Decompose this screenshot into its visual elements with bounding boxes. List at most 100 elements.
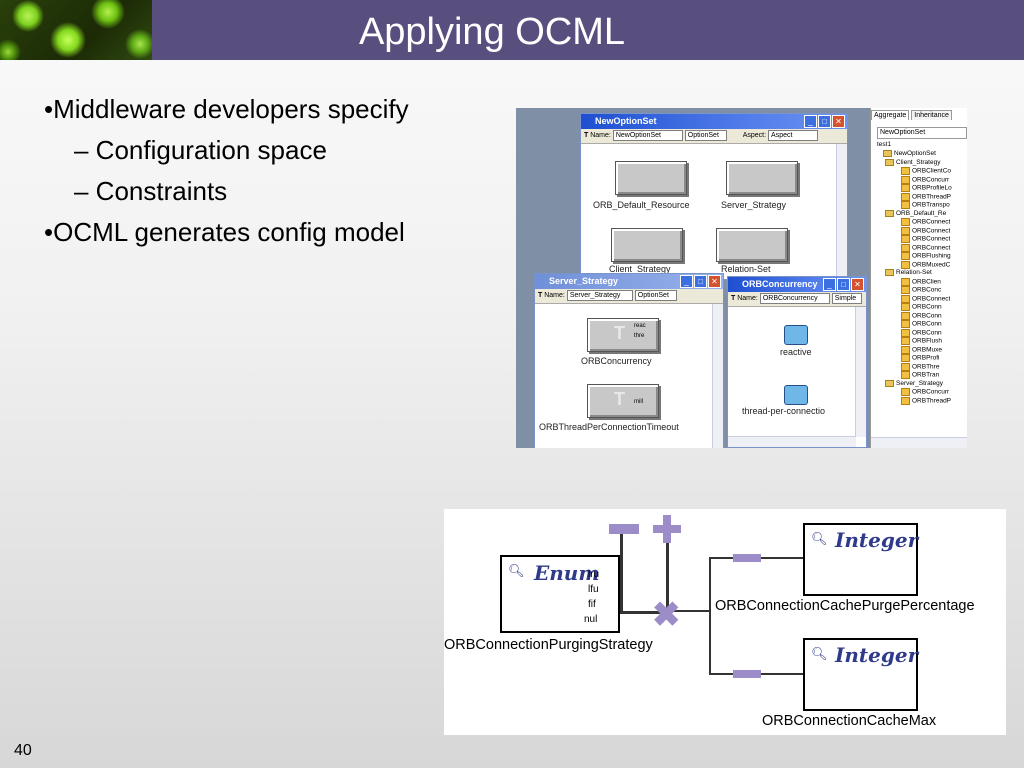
name-field[interactable]: Server_Strategy — [566, 289, 633, 301]
close-icon[interactable]: ✕ — [708, 275, 721, 288]
plus-marker-vertical[interactable] — [663, 515, 671, 543]
node-type: Integer — [835, 528, 919, 552]
tree-item[interactable]: ORBConnect — [901, 218, 950, 226]
tree-item[interactable]: ORB_Default_Re — [885, 209, 946, 217]
tree-item[interactable]: ORBFlush — [901, 337, 942, 345]
integer-node[interactable]: 🔍︎ Integer — [803, 638, 918, 711]
tree-item[interactable]: ORBThreadP — [901, 192, 951, 201]
tree-item[interactable]: ORBConn — [901, 328, 942, 337]
tree-item[interactable]: ORBConc — [901, 286, 941, 294]
model-box-relation-set[interactable] — [716, 228, 788, 262]
tree-item[interactable]: ORBConn — [901, 320, 942, 328]
tree-item-label: ORBFlushing — [912, 252, 951, 260]
vertical-scrollbar[interactable] — [836, 144, 847, 279]
connector-minus-marker[interactable] — [609, 524, 639, 534]
tree-item[interactable]: Server_Strategy — [885, 379, 943, 387]
name-field[interactable]: ORBConcurrency — [759, 292, 830, 304]
tree-item[interactable]: ORBThreadP — [901, 396, 951, 405]
model-box-label: ORBThreadPerConnectionTimeout — [539, 422, 679, 432]
tree-item[interactable]: ORBTran — [901, 371, 939, 379]
tree-item-label: ORBConc — [912, 286, 942, 294]
vertical-scrollbar[interactable] — [855, 307, 866, 437]
sub-bullet-1: – Configuration space — [74, 135, 327, 165]
window-title-bar[interactable]: Server_Strategy — [535, 274, 723, 289]
tab-inheritance[interactable]: Inheritance — [911, 110, 952, 120]
enum-item-icon[interactable] — [784, 385, 808, 405]
node-type: Integer — [835, 643, 919, 667]
tree-item[interactable]: NewOptionSet — [883, 150, 936, 157]
close-icon[interactable]: ✕ — [832, 115, 845, 128]
maximize-icon[interactable]: □ — [818, 115, 831, 128]
tree-item-label: Client_Strategy — [896, 158, 941, 166]
tree-item[interactable]: ORBFlushing — [901, 252, 951, 260]
attribute-icon — [901, 235, 910, 243]
model-box-server-strategy[interactable] — [726, 161, 798, 195]
cross-marker-icon[interactable]: ✖ — [652, 596, 681, 634]
horizontal-scrollbar[interactable] — [728, 436, 856, 447]
slide-title: Applying OCML — [358, 11, 626, 53]
tree-filter-field[interactable]: NewOptionSet — [877, 127, 967, 139]
attribute-tag: reac — [634, 323, 646, 329]
connector-minus-marker[interactable] — [733, 554, 761, 562]
maximize-icon[interactable]: □ — [837, 278, 850, 291]
attribute-icon — [901, 388, 910, 396]
kind-field[interactable]: Simple — [831, 292, 862, 304]
name-field[interactable]: NewOptionSet — [612, 129, 683, 141]
model-box-client-strategy[interactable] — [611, 228, 683, 262]
tree-item[interactable]: ORBProfi — [901, 354, 939, 362]
tree-item[interactable]: ORBClien — [901, 277, 941, 286]
tree-item[interactable]: Relation-Set — [885, 269, 932, 276]
kind-field[interactable]: OptionSet — [684, 129, 727, 141]
tree-item[interactable]: ORBClientCo — [901, 167, 951, 175]
vertical-scrollbar[interactable] — [712, 304, 723, 448]
minimize-icon[interactable]: _ — [680, 275, 693, 288]
tree-item[interactable]: ORBThre — [901, 362, 939, 371]
tree-item[interactable]: ORBConnect — [901, 235, 950, 243]
tree-item[interactable]: ORBMuxedC — [901, 260, 950, 269]
tree-item[interactable]: ORBConcurr — [901, 388, 949, 396]
enum-item-icon[interactable] — [784, 325, 808, 345]
attribute-icon — [901, 294, 910, 303]
minimize-icon[interactable]: _ — [804, 115, 817, 128]
attribute-icon — [901, 362, 910, 371]
tree-item-label: ORBConn — [912, 320, 942, 328]
tree-item[interactable]: ORBConnect — [901, 294, 950, 303]
tree-item-label: ORBConnect — [912, 218, 951, 226]
constraint-diagram: ✖ 🔍︎ Enum lru lfu fif nul ORBConnectionP… — [444, 509, 1006, 735]
attribute-icon — [901, 277, 910, 286]
integer-node[interactable]: 🔍︎ Integer — [803, 523, 918, 596]
maximize-icon[interactable]: □ — [694, 275, 707, 288]
enum-node[interactable]: 🔍︎ Enum lru lfu fif nul — [500, 555, 620, 633]
attribute-icon — [901, 320, 910, 328]
tree-item[interactable]: ORBMuxe — [901, 345, 942, 354]
model-box-orbthreadperconnectiontimeout[interactable]: T mill — [587, 384, 659, 418]
model-box-orb-default-resource[interactable] — [615, 161, 687, 195]
attribute-icon — [901, 192, 910, 201]
connector-minus-marker[interactable] — [733, 670, 761, 678]
tree-item[interactable]: ORBTranspo — [901, 201, 950, 209]
attribute-icon — [901, 243, 910, 252]
tree-tabs: Aggregate Inheritance — [871, 110, 967, 124]
window-title-bar[interactable]: NewOptionSet — [581, 114, 847, 129]
tree-item[interactable]: ORBConcurr — [901, 175, 949, 184]
tree-root[interactable]: test1 — [877, 141, 892, 148]
type-icon: T — [584, 132, 589, 139]
type-icon: T — [731, 295, 736, 302]
tree-item[interactable]: ORBConnect — [901, 226, 950, 235]
kind-field[interactable]: OptionSet — [634, 289, 677, 301]
attribute-icon — [901, 260, 910, 269]
model-box-orbconcurrency[interactable]: T reac thre — [587, 318, 659, 352]
horizontal-scrollbar[interactable] — [871, 437, 967, 448]
tree-item[interactable]: ORBConnect — [901, 243, 950, 252]
tab-aggregate[interactable]: Aggregate — [871, 110, 910, 120]
aspect-field[interactable]: Aspect — [768, 129, 819, 141]
tree-item[interactable]: ORBConn — [901, 303, 942, 311]
minimize-icon[interactable]: _ — [823, 278, 836, 291]
enum-value: lfu — [588, 584, 599, 595]
close-icon[interactable]: ✕ — [851, 278, 864, 291]
enum-node-label: ORBConnectionPurgingStrategy — [444, 637, 653, 653]
attribute-tag: thre — [634, 333, 645, 339]
tree-item[interactable]: ORBProfileLo — [901, 184, 952, 192]
tree-item[interactable]: Client_Strategy — [885, 158, 941, 166]
tree-item[interactable]: ORBConn — [901, 311, 942, 320]
